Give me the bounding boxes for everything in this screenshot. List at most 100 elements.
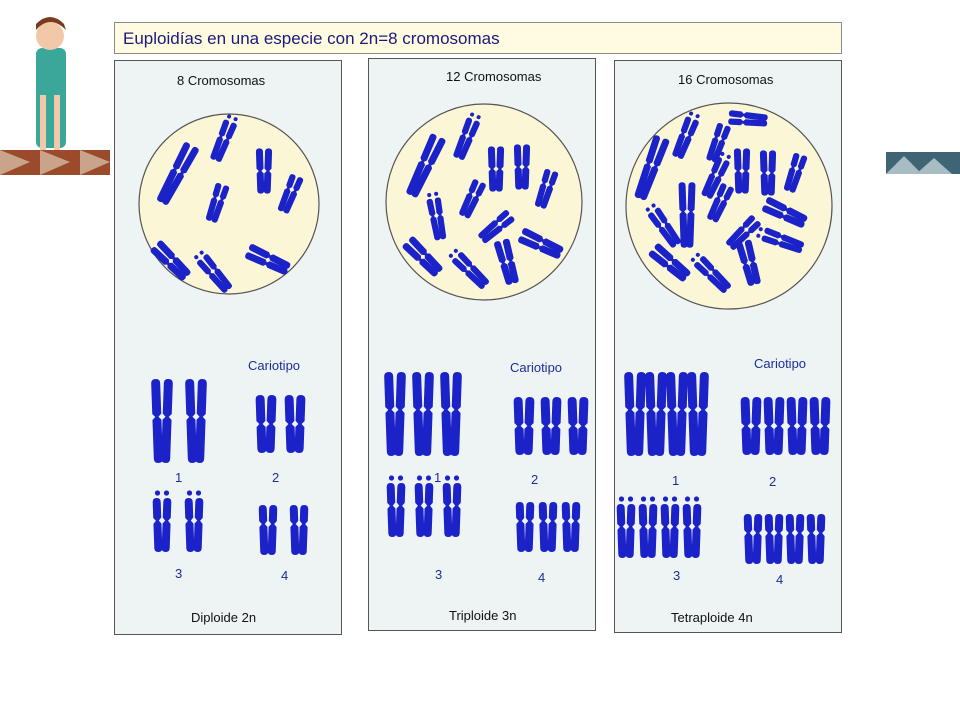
group-number-1: 1 bbox=[434, 470, 442, 485]
karyotype-group-4 bbox=[258, 505, 309, 555]
cell-chromosome bbox=[678, 182, 696, 248]
karyotype-chromosome bbox=[442, 475, 462, 537]
chromosome-shape bbox=[448, 248, 490, 290]
chromosome-shape bbox=[707, 183, 734, 223]
cell-chromosome bbox=[406, 133, 446, 198]
karyotype-chromosome bbox=[786, 397, 808, 455]
chromosome-shape bbox=[648, 243, 691, 282]
chromosome-shape bbox=[150, 240, 191, 281]
karyotype-chromosome bbox=[806, 514, 826, 564]
chromosome-shape bbox=[205, 182, 230, 223]
cell-chromosome bbox=[690, 252, 732, 294]
panel-tetraploid: 16 Cromosomas Cariotipo 1 2 3 4 Tetraplo… bbox=[614, 60, 842, 633]
cell-chromosome bbox=[728, 110, 768, 127]
chromosome-shape bbox=[672, 111, 700, 159]
karyotype-chromosome bbox=[567, 397, 589, 455]
chromosome-shape bbox=[459, 179, 486, 219]
chromosome-shape bbox=[245, 244, 291, 275]
cell-chromosome bbox=[194, 250, 233, 293]
karyotype-chromosome bbox=[255, 395, 277, 453]
ploidy-label: Diploide 2n bbox=[191, 610, 257, 625]
cell-chromosome bbox=[255, 148, 273, 194]
karyotype-chromosome bbox=[616, 496, 636, 558]
cell-membrane bbox=[385, 103, 583, 301]
cell-chromosome bbox=[402, 236, 443, 277]
cell-chromosome bbox=[707, 183, 734, 223]
ploidy-label: Triploide 3n bbox=[449, 608, 517, 623]
chromosome-count-label: 16 Cromosomas bbox=[678, 72, 774, 87]
cell-chromosome bbox=[157, 142, 199, 205]
karyotype-label: Cariotipo bbox=[754, 356, 807, 371]
group-number-2: 2 bbox=[769, 474, 777, 489]
chromosome-shape bbox=[733, 148, 751, 194]
karyotype-chromosome bbox=[682, 496, 702, 558]
cell-chromosome bbox=[494, 238, 519, 285]
karyotype-chromosome bbox=[809, 397, 831, 455]
karyotype-group-3 bbox=[152, 490, 204, 552]
chromosome-shape bbox=[690, 252, 732, 294]
group-number-4: 4 bbox=[776, 572, 784, 587]
karyotype-group-2 bbox=[740, 397, 831, 455]
chromosome-shape bbox=[406, 133, 446, 198]
figure-title: Euploidías en una especie con 2n=8 cromo… bbox=[114, 22, 842, 54]
chromosome-shape bbox=[210, 114, 238, 162]
cell-chromosome bbox=[759, 150, 777, 196]
cell-chromosome bbox=[487, 146, 505, 192]
chromosome-shape bbox=[513, 144, 531, 190]
karyotype-chromosome bbox=[624, 372, 646, 456]
karyotype-chromosome bbox=[538, 502, 558, 552]
chromosome-shape bbox=[728, 110, 768, 127]
cell-chromosome bbox=[733, 148, 751, 194]
karyotype-chromosome bbox=[185, 379, 207, 463]
cell-chromosome bbox=[534, 168, 559, 209]
karyotype-chromosome bbox=[384, 372, 406, 456]
karyotype-chromosome bbox=[743, 514, 763, 564]
cell-chromosome bbox=[277, 174, 304, 214]
karyotype-chromosome bbox=[645, 372, 667, 456]
chromosome-shape bbox=[487, 146, 505, 192]
karyotype-group-3 bbox=[386, 475, 462, 537]
cell-chromosome bbox=[518, 228, 564, 259]
chromosome-count-label: 12 Cromosomas bbox=[446, 69, 542, 84]
group-number-1: 1 bbox=[175, 470, 183, 485]
chromosome-shape bbox=[678, 182, 696, 248]
diploid-drawing bbox=[138, 113, 320, 555]
group-number-3: 3 bbox=[435, 567, 443, 582]
karyotype-group-4 bbox=[515, 502, 581, 552]
karyotype-chromosome bbox=[284, 395, 306, 453]
karyotype-chromosome bbox=[440, 372, 462, 456]
chromosome-shape bbox=[759, 150, 777, 196]
chromosome-shape bbox=[701, 151, 731, 199]
chromosome-shape bbox=[706, 123, 731, 163]
chromosome-shape bbox=[453, 112, 481, 160]
karyotype-chromosome bbox=[540, 397, 562, 455]
chromosome-shape bbox=[762, 197, 808, 228]
cell-chromosome bbox=[783, 152, 808, 193]
cell-chromosome bbox=[478, 210, 515, 244]
chromosome-shape bbox=[756, 227, 805, 254]
decorative-banner bbox=[886, 152, 960, 174]
group-number-1: 1 bbox=[672, 473, 680, 488]
cell-chromosome bbox=[205, 182, 230, 223]
karyotype-chromosome bbox=[515, 502, 535, 552]
karyotype-chromosome bbox=[513, 397, 535, 455]
karyotype-chromosome bbox=[289, 505, 309, 555]
karyotype-chromosome bbox=[386, 475, 406, 537]
panel-diploid: 8 Cromosomas Cariotipo 1 2 3 4 Diploide … bbox=[114, 60, 342, 635]
karyotype-chromosome bbox=[764, 514, 784, 564]
chromosome-count-label: 8 Cromosomas bbox=[177, 73, 266, 88]
cell-chromosome bbox=[672, 111, 700, 159]
chromosome-shape bbox=[157, 142, 199, 205]
cell bbox=[138, 113, 320, 295]
cell-membrane bbox=[138, 113, 320, 295]
ploidy-label: Tetraploide 4n bbox=[671, 610, 753, 625]
cell-chromosome bbox=[513, 144, 531, 190]
karyotype-group-2 bbox=[255, 395, 306, 453]
karyotype-chromosome bbox=[414, 475, 434, 537]
karyotype-chromosome bbox=[638, 496, 658, 558]
karyotype-group-1 bbox=[624, 372, 709, 456]
cell-chromosome bbox=[645, 203, 681, 248]
cell-membrane bbox=[625, 102, 833, 310]
chromosome-shape bbox=[645, 203, 681, 248]
presenter-illustration bbox=[0, 17, 110, 175]
